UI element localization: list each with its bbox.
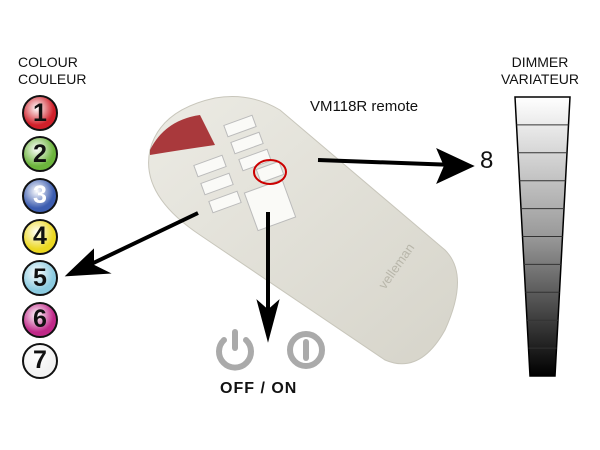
colour-number: 3 (33, 181, 47, 210)
highlight-circle (253, 159, 287, 185)
colour-number: 6 (33, 305, 47, 333)
dimmer-heading-en: DIMMER (511, 54, 569, 70)
arrow-head-power (256, 299, 280, 343)
power-off-icon (216, 329, 254, 371)
dimmer-level: 8 (480, 147, 494, 174)
colour-heading: COLOUR COULEUR (18, 54, 88, 88)
remote-label: VM118R remote (310, 98, 419, 115)
colour-heading-en: COLOUR (18, 54, 78, 70)
arrow-to-colours (84, 211, 199, 269)
remote-control: velleman (148, 96, 458, 365)
colour-heading-fr: COULEUR (18, 71, 87, 87)
arrow-head-colours (64, 248, 112, 277)
ir-window (150, 115, 215, 155)
colour-5: 5 (22, 260, 58, 297)
colour-number: 1 (33, 98, 47, 127)
colour-2: 2 (22, 136, 58, 173)
colour-1: 1 (22, 95, 58, 131)
dimmer-heading: DIMMER VARIATEUR (495, 54, 585, 88)
colour-number: 4 (33, 222, 47, 251)
colour-4: 4 (22, 218, 58, 255)
arrows (64, 147, 475, 343)
colour-number: 7 (33, 346, 47, 375)
colour-number: 2 (33, 139, 47, 168)
dimmer-bar (514, 96, 571, 377)
power-on-icon (287, 331, 325, 369)
arrow-head-dimmer (436, 147, 475, 185)
colour-7: 7 (22, 342, 58, 379)
colour-6: 6 (22, 301, 58, 338)
arrow-to-dimmer (317, 158, 456, 167)
colour-3: 3 (22, 177, 58, 214)
power-label: OFF / ON (220, 380, 298, 397)
dimmer-heading-fr: VARIATEUR (500, 71, 580, 87)
colour-number: 5 (33, 263, 47, 292)
